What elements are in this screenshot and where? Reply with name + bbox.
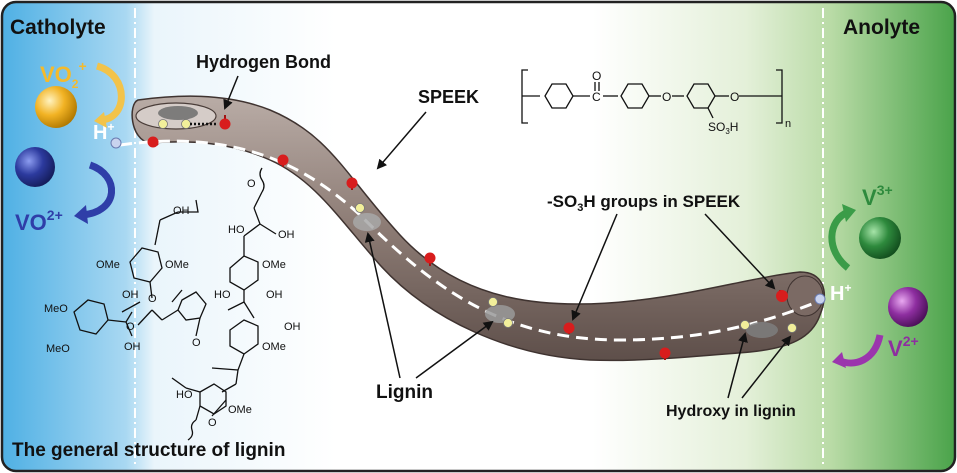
so3h-pointer-left	[571, 213, 618, 321]
sulfonic-groups	[147, 115, 788, 360]
catholyte-label: Catholyte	[10, 16, 106, 39]
sulfonic-group	[346, 177, 358, 190]
lignin-ho-2: HO	[214, 289, 231, 301]
membrane-tube-body	[131, 95, 825, 362]
v2-plus-ion: V2+	[832, 287, 928, 368]
hydroxy-sphere	[740, 320, 750, 330]
sulfonic-group	[424, 252, 436, 266]
speek-formula-sulfonic: SO3H	[708, 120, 738, 136]
proton-left-label: H+	[93, 120, 114, 144]
speek-label: SPEEK	[418, 87, 479, 107]
hydroxy-sphere	[158, 119, 168, 129]
hydroxy-sphere	[355, 203, 365, 213]
lignin-o-link1: O	[148, 293, 157, 305]
sulfonic-group	[563, 322, 575, 334]
hydroxy-sphere	[181, 119, 191, 129]
lignin-structural-formula	[73, 167, 277, 441]
vo-arrow	[81, 161, 116, 219]
so3h-label: -SO3H groups in SPEEK	[547, 192, 741, 214]
lignin-o-ring: O	[126, 321, 135, 333]
speek-formula-carbonyl-o: O	[592, 69, 601, 83]
v3-plus-sphere	[859, 217, 901, 259]
sulfonic-group	[776, 290, 788, 302]
hydrogen-bond-label: Hydrogen Bond	[196, 52, 331, 72]
lignin-fragments	[158, 106, 778, 338]
v2-plus-sphere	[888, 287, 928, 327]
v3-plus-ion: V3+	[828, 182, 901, 271]
lignin-ho-3: HO	[176, 389, 193, 401]
vo2-arrow	[95, 62, 125, 124]
lignin-label: Lignin	[376, 382, 433, 403]
lignin-ome-4: OMe	[262, 341, 286, 353]
hydroxy-sphere	[787, 323, 797, 333]
lignin-oh-5: OH	[284, 321, 301, 333]
speek-formula-ether-o1: O	[662, 90, 671, 104]
speek-formula-carbonyl-c: C	[592, 90, 601, 104]
vo-2plus-label: VO2+	[15, 207, 63, 235]
lignin-oh-1: OH	[278, 229, 295, 241]
hydroxy-groups	[158, 119, 797, 333]
sulfonic-group	[277, 154, 289, 167]
lignin-ome-5: OMe	[228, 404, 252, 416]
proton-right	[814, 293, 826, 305]
lignin-o-furan: O	[208, 417, 217, 429]
vo-2plus-sphere	[15, 147, 55, 187]
lignin-oh-top: OH	[173, 205, 190, 217]
lignin-o-link2: O	[192, 337, 201, 349]
lignin-pointer-right	[415, 320, 494, 379]
lignin-fragment	[158, 106, 198, 120]
hydroxy-pointer-left	[727, 332, 748, 399]
anolyte-label: Anolyte	[843, 16, 920, 39]
v3-plus-label: V3+	[862, 182, 893, 210]
vo2-plus-ion: VO2+	[35, 58, 125, 128]
sulfonic-group	[147, 136, 159, 148]
lignin-o-top: O	[247, 178, 256, 190]
vo2-plus-label: VO2+	[40, 58, 87, 91]
hydroxy-sphere	[503, 318, 513, 328]
lignin-fragment	[746, 322, 778, 338]
hydroxy-label: Hydroxy in lignin	[666, 403, 796, 420]
lignin-ho-1: HO	[228, 224, 245, 236]
lignin-pointer-left	[364, 232, 401, 379]
sulfonic-group	[219, 115, 231, 130]
lignin-meo-2: MeO	[46, 343, 70, 355]
lignin-structure-caption: The general structure of lignin	[12, 440, 285, 461]
speek-structural-formula	[521, 69, 783, 124]
lignin-oh-3: OH	[266, 289, 283, 301]
lignin-ome-3: OMe	[262, 259, 286, 271]
speek-membrane	[119, 95, 825, 362]
lignin-meo-1: MeO	[44, 303, 68, 315]
vo2-plus-sphere	[35, 86, 77, 128]
v2-plus-label: V2+	[888, 333, 919, 361]
proton-left	[110, 137, 122, 149]
vo-2plus-ion: VO2+	[15, 147, 116, 235]
v3-arrow	[828, 208, 851, 271]
lignin-fragment	[353, 213, 381, 231]
sulfonic-group	[659, 347, 671, 360]
proton-pathway	[119, 139, 823, 342]
lignin-oh-4: OH	[124, 341, 141, 353]
speek-formula-repeat-n: n	[785, 118, 791, 130]
speek-pointer	[376, 111, 427, 170]
lignin-ome-1: OMe	[96, 259, 120, 271]
hydroxy-sphere	[488, 297, 498, 307]
hydroxy-pointer-right	[741, 335, 792, 399]
lignin-oh-2: OH	[122, 289, 139, 301]
speek-formula-ether-o2: O	[730, 90, 739, 104]
hydrogen-bond-pointer	[223, 75, 239, 110]
proton-right-label: H+	[830, 281, 851, 305]
so3h-pointer-right	[704, 213, 776, 290]
lignin-ome-2: OMe	[165, 259, 189, 271]
